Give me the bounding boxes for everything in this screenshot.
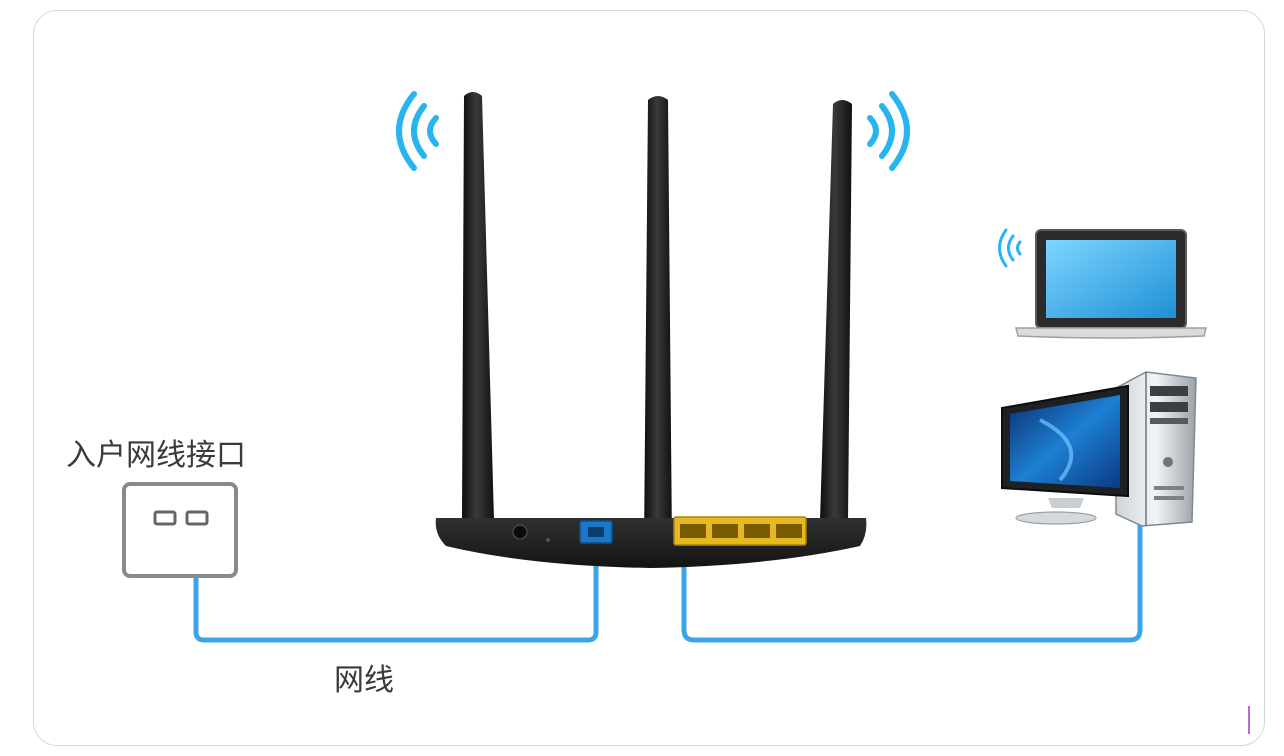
wall-port-label: 入户网线接口 <box>66 438 246 473</box>
wifi-signal-icon <box>396 91 439 171</box>
wan-port <box>579 520 613 544</box>
cable-router-to-desktop <box>681 521 1143 643</box>
cable-wall-to-router <box>193 520 599 643</box>
antenna-left <box>462 92 494 520</box>
antenna-middle <box>644 96 672 545</box>
corner-mark <box>1248 706 1250 734</box>
desktop-computer-icon <box>1001 371 1197 527</box>
lan-ports <box>673 516 807 546</box>
wall-network-socket-icon <box>122 482 238 578</box>
wireless-router-three-antenna-icon <box>435 92 867 568</box>
wifi-signal-icon <box>867 91 910 171</box>
antenna-right <box>820 100 852 520</box>
cable-label: 网线 <box>334 663 394 698</box>
laptop-icon <box>998 228 1207 339</box>
wifi-signal-icon <box>998 228 1022 268</box>
